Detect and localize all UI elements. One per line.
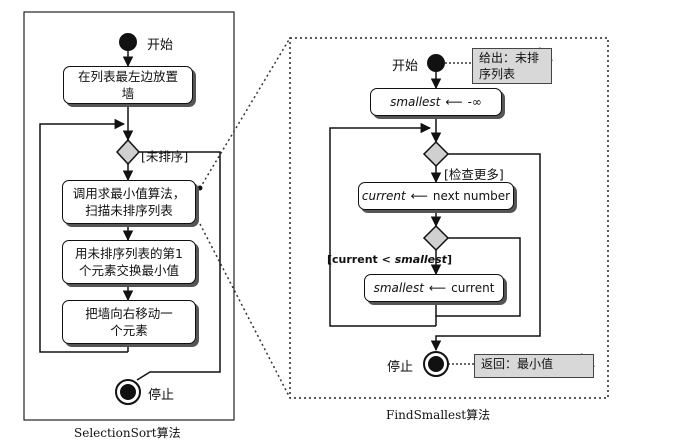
outer-loop-edge [329,122,436,327]
init-smallest: smallest ⟵ -∞ [370,88,502,116]
start-label: 开始 [147,38,174,53]
guard-check-more: [检查更多] [444,167,504,182]
init-value: -∞ [467,94,482,109]
selection-sort-caption: SelectionSort算法 [74,426,181,440]
fs-start-label: 开始 [392,59,419,74]
selection-sort-frame [23,11,235,421]
decision-diamond-icon [422,224,450,252]
exit-edge [136,151,221,381]
fs-stop-node-inner [428,356,444,372]
left-arrow-icon: ⟵ [445,94,463,109]
guard-op: < [381,253,391,266]
exit-edge [430,153,541,352]
fs-stop-label: 停止 [387,360,414,375]
left-arrow-icon: ⟵ [428,280,447,295]
step-swap: 用未排序列表的第1个元素交换最小值 [62,240,196,284]
find-smallest-frame [289,37,609,399]
next-current: current ⟵ next number [358,182,514,210]
assign-smallest: smallest ⟵ current [364,274,504,302]
stop-node-inner [120,384,136,400]
step-move-wall: 把墙向右移动一个元素 [62,300,196,344]
fs-start-node [427,54,445,72]
left-arrow-icon: ⟵ [410,188,428,203]
else-edge [435,237,521,326]
zoom-anchor [197,185,203,191]
stop-label: 停止 [148,388,175,403]
assign-value: current [451,280,495,295]
step-place-wall: 在列表最左边放置墙 [63,66,193,104]
zoom-line-top [199,37,291,189]
guard-bracket-open: [ [327,253,333,266]
step-call-find-smallest: 调用求最小值算法，扫描未排序列表 [62,180,196,224]
guard-lhs: current [332,253,378,266]
start-node [119,33,137,51]
decision-diamond-icon [422,140,450,168]
find-smallest-caption: FindSmallest算法 [386,408,491,422]
guard-rhs: smallest [394,253,447,266]
guard-bracket-close: ] [446,253,452,266]
guard-unsorted: [未排序] [141,149,189,164]
init-var: smallest [390,94,441,109]
guard-compare: [current < smallest] [327,253,452,266]
loop-back-edge [39,118,128,353]
next-value: next number [432,188,511,203]
decision-diamond-icon [115,138,141,166]
note-given: 给出：未排序列表 [472,48,552,84]
note-return: 返回：最小值 [474,354,594,378]
assign-var: smallest [373,280,424,295]
next-var: current [361,188,406,203]
